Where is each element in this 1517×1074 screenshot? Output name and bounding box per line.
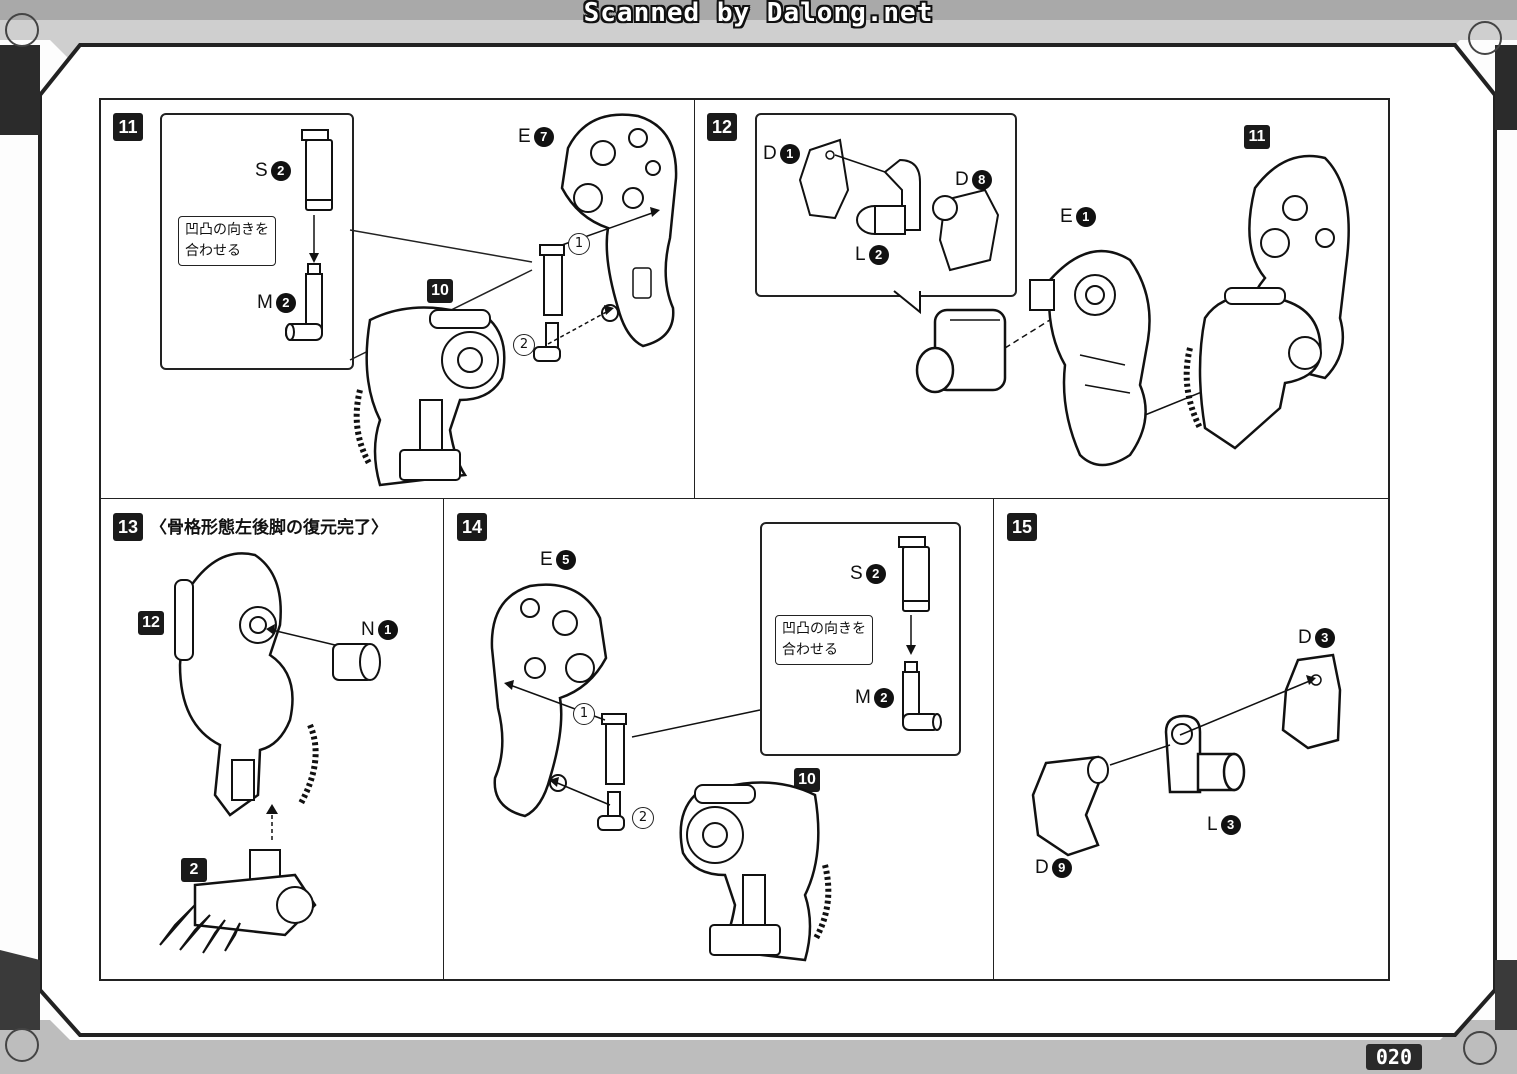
label-number: 2: [270, 161, 291, 181]
label-letter: E: [1060, 206, 1073, 227]
label-number: 1: [377, 620, 398, 640]
label-letter: N: [361, 619, 375, 640]
scan-credit: Scanned by Dalong.net: [583, 0, 934, 28]
step-13-number: 13: [113, 513, 143, 541]
label-number: 1: [779, 144, 800, 164]
pin-assembly-part-14: [597, 713, 627, 831]
leg-frame-part: [560, 113, 678, 348]
label-letter: D: [1298, 627, 1312, 648]
note-line-1: 凹凸の向きを: [782, 621, 866, 637]
subassembly-tag-12: 12: [138, 611, 164, 635]
down-arrow: [309, 215, 319, 263]
label-letter: D: [955, 169, 969, 190]
sequence-2: 2: [632, 807, 654, 829]
callout-pointer: [893, 290, 921, 315]
sequence-1: 1: [568, 233, 590, 255]
label-number: 7: [533, 127, 554, 147]
align-note: 凹凸の向きを 合わせる: [178, 216, 276, 266]
foot-claw-part: [159, 849, 317, 954]
label-number: 8: [971, 170, 992, 190]
leg-frame-part-mirrored: [490, 583, 608, 818]
label-letter: L: [855, 244, 866, 265]
label-letter: D: [1035, 857, 1049, 878]
label-letter: S: [255, 160, 268, 181]
label-number: 1: [1075, 207, 1096, 227]
label-letter: S: [850, 563, 863, 584]
step-12-number: 12: [707, 113, 737, 141]
washer-part: [332, 643, 381, 681]
pin-s-part: [301, 129, 333, 211]
step-15-panel: [993, 498, 1390, 981]
label-letter: L: [1207, 814, 1218, 835]
assembled-leg-part: [1183, 154, 1350, 450]
socket-part: [1031, 755, 1109, 857]
step-13-title: 〈骨格形態左後脚の復元完了〉: [150, 518, 388, 538]
pin-assembly-part: [533, 244, 565, 362]
ball-joint-part: [915, 308, 1007, 394]
label-number: 3: [1220, 815, 1241, 835]
subassembly-tag-10: 10: [427, 279, 453, 303]
subassembly-tag-2: 2: [181, 858, 207, 882]
sequence-1: 1: [573, 703, 595, 725]
label-letter: M: [855, 687, 871, 708]
note-line-1: 凹凸の向きを: [185, 222, 269, 238]
step-11-number: 11: [113, 113, 143, 141]
label-number: 9: [1051, 858, 1072, 878]
label-letter: E: [540, 549, 553, 570]
joint-parts-exploded: [798, 138, 1000, 272]
label-number: 2: [865, 564, 886, 584]
label-number: 2: [275, 293, 296, 313]
note-line-2: 合わせる: [185, 243, 241, 259]
leg-subassembly-part: [353, 306, 506, 487]
knee-guard-part: [1029, 249, 1151, 467]
page-number: 020: [1365, 1044, 1422, 1070]
label-number: 5: [555, 550, 576, 570]
sequence-2: 2: [513, 334, 535, 356]
label-number: 3: [1314, 628, 1335, 648]
step-14-number: 14: [457, 513, 487, 541]
leg-subassembly-part-14: [679, 781, 832, 962]
complete-leg-part: [174, 552, 319, 817]
note-line-2: 合わせる: [782, 642, 838, 658]
label-letter: M: [257, 292, 273, 313]
step-15-number: 15: [1007, 513, 1037, 541]
label-letter: D: [763, 143, 777, 164]
pin-m-part-14: [902, 661, 942, 731]
subassembly-tag-11: 11: [1244, 125, 1270, 149]
label-letter: E: [518, 126, 531, 147]
align-note-14: 凹凸の向きを 合わせる: [775, 615, 873, 665]
down-arrow-14: [906, 615, 916, 655]
pin-s-part-14: [898, 536, 930, 612]
label-number: 2: [868, 245, 889, 265]
label-number: 2: [873, 688, 894, 708]
pin-m-part: [285, 263, 323, 341]
